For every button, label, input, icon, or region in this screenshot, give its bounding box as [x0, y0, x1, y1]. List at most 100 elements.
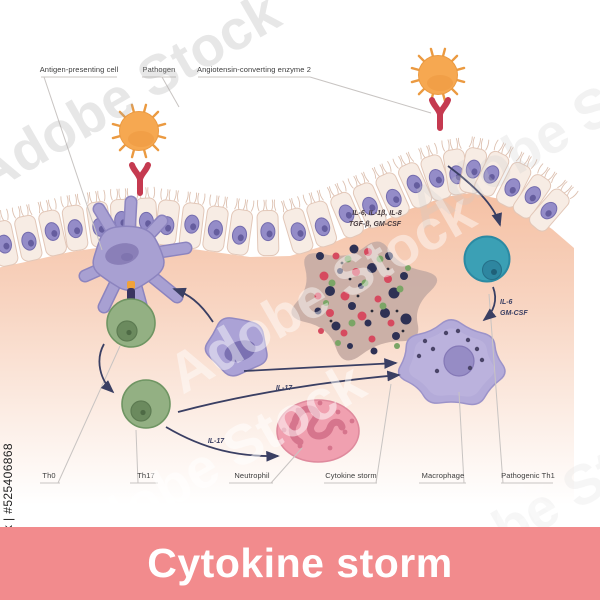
antigen-presenting-cell	[78, 195, 193, 319]
cilia	[544, 168, 551, 179]
callout-leader-line	[270, 447, 303, 484]
label-ace2: Angiotensin-converting enzyme 2	[197, 65, 311, 74]
pathogen-spike	[151, 110, 160, 119]
cytokine-dot	[400, 272, 408, 280]
arrow-th17-to-macrophage	[177, 370, 401, 413]
callout-leader-line	[309, 76, 432, 114]
cilia	[144, 187, 147, 199]
pathogen-spike	[455, 66, 466, 72]
epithelial-cell	[202, 194, 229, 253]
cilia	[197, 192, 200, 205]
cytokine-dot	[367, 263, 377, 273]
pathogen-spike	[429, 47, 435, 58]
epithelial-nucleolus	[345, 211, 352, 219]
cilia	[177, 190, 179, 202]
cilia	[193, 192, 198, 204]
epithelial-nucleolus	[74, 227, 81, 235]
cilia	[283, 200, 289, 212]
cytokine-dot	[347, 343, 353, 349]
title-banner: Cytokine storm	[0, 527, 600, 600]
cilia	[185, 191, 189, 203]
cilia	[310, 192, 316, 203]
arrow-th1-to-macrophage	[482, 286, 497, 322]
cilia	[563, 185, 573, 194]
neutrophil-granule	[335, 409, 341, 415]
cilia	[95, 191, 98, 203]
th1-cytokine-il6: IL-6	[500, 299, 513, 306]
macrophage-granule	[474, 346, 480, 352]
neutrophil-granule	[342, 429, 348, 435]
cilia	[242, 199, 246, 211]
cilia	[318, 189, 324, 201]
storm-cytokines-line2: TGF-β, GM-CSF	[349, 221, 402, 228]
cilia	[392, 158, 399, 169]
cilia	[468, 136, 473, 148]
cilia	[347, 178, 354, 189]
cilia	[281, 201, 285, 213]
epithelial-nucleolus	[413, 182, 421, 189]
pathogen-spike	[417, 54, 426, 63]
epithelial-cell	[302, 189, 337, 248]
cytokine-dot	[344, 255, 352, 263]
cilia	[569, 190, 579, 199]
cytokine-dot	[364, 319, 372, 327]
epithelial-nucleolus	[165, 224, 172, 232]
epithelial-nucleolus	[297, 230, 304, 237]
cytokine-dot	[348, 302, 356, 310]
lymphocyte-nucleus	[224, 340, 256, 362]
cilia	[6, 208, 9, 221]
arrow-th0-to-th17	[98, 343, 115, 394]
cytokine-dot	[396, 285, 404, 293]
cilia	[116, 188, 118, 201]
callout-leader-line	[57, 345, 121, 484]
cytokine-dot	[368, 335, 376, 343]
callout-leader-line	[488, 293, 504, 484]
cilia	[527, 156, 532, 168]
cytokine-dot	[340, 329, 348, 337]
cilia	[271, 199, 274, 211]
cilia	[505, 146, 512, 157]
epithelial-nucleolus	[435, 176, 442, 184]
pathogen-1	[111, 103, 167, 159]
neutrophil-granule	[349, 418, 355, 424]
pathogen-spike	[450, 54, 459, 63]
cilia	[551, 172, 558, 183]
ace2-receptor-2	[429, 97, 451, 131]
label-cytokine-storm: Cytokine storm	[325, 471, 377, 480]
cytokine-dot	[348, 277, 352, 281]
epithelial-cell	[256, 199, 280, 257]
epithelial-nucleolus	[321, 225, 328, 232]
pathogen-spike	[450, 87, 459, 96]
arrow-lymphocyte-to-macrophage	[243, 358, 398, 372]
label-pathogenic-th1: Pathogenic Th1	[501, 471, 555, 480]
cilia	[273, 199, 277, 211]
epithelial-nucleolus	[213, 228, 220, 236]
epithelial-nucleolus	[190, 223, 197, 231]
cilia	[17, 206, 21, 218]
epithelial-cell	[371, 161, 410, 219]
epithelial-cell	[178, 191, 206, 249]
cilia	[373, 166, 381, 178]
epithelial-cell	[418, 142, 453, 201]
cytokine-dot	[370, 309, 374, 313]
cilia	[246, 199, 249, 212]
cilia	[0, 210, 5, 222]
cytokine-dot	[335, 340, 341, 346]
cilia	[222, 196, 226, 208]
cytokine-dot	[340, 261, 344, 265]
cilia	[353, 175, 358, 187]
epithelial-cell	[326, 180, 364, 239]
cilia	[48, 199, 53, 211]
macrophage-cell	[397, 319, 506, 406]
cilia	[472, 136, 475, 149]
cilia	[508, 147, 514, 158]
th0-cell-nucleolus	[126, 329, 132, 336]
cilia	[485, 139, 490, 151]
pathogen-spike	[130, 103, 136, 114]
epithelial-nucleolus	[471, 168, 478, 176]
cilia	[257, 199, 260, 212]
cilia	[20, 205, 25, 217]
cytokine-dot	[314, 292, 322, 300]
cilia	[355, 175, 362, 186]
